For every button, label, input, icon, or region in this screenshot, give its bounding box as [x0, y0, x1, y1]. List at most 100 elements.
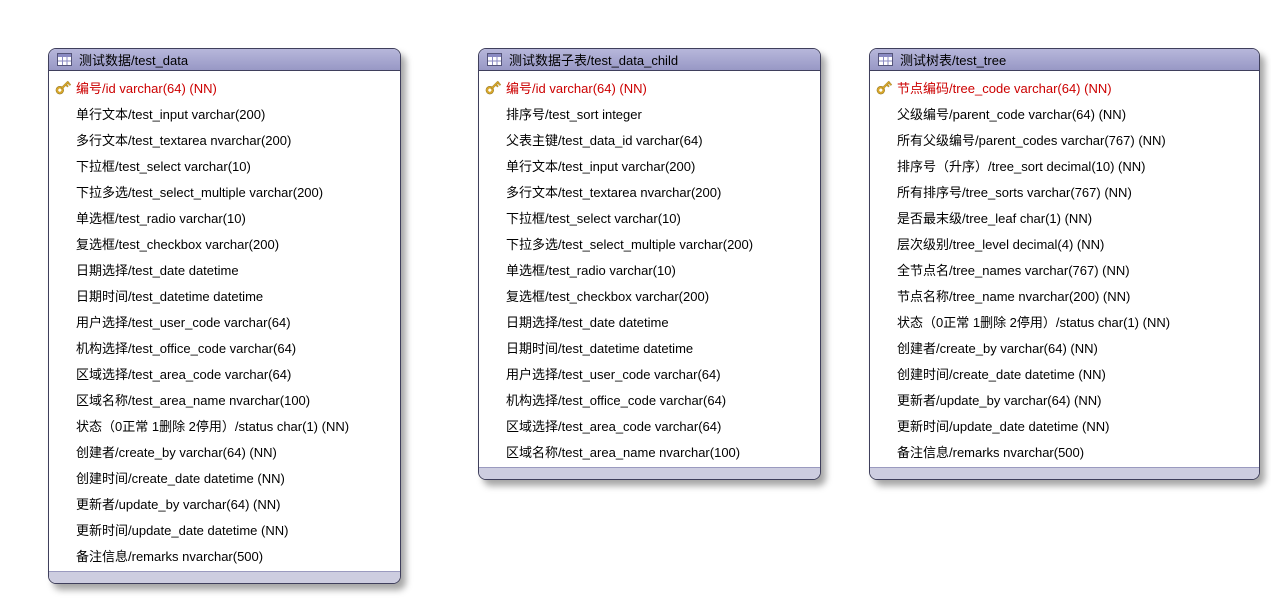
- table-field-row: 区域名称/test_area_name nvarchar(100): [49, 386, 400, 412]
- table-field-list: 编号/id varchar(64) (NN) 单行文本/test_input v…: [49, 71, 400, 571]
- table-card-test_data_child[interactable]: 测试数据子表/test_data_child 编号/id varchar(64)…: [478, 48, 821, 480]
- field-label: 备注信息/remarks nvarchar(500): [897, 444, 1085, 460]
- table-title: 测试树表/test_tree: [900, 53, 1007, 68]
- table-field-row: 层次级别/tree_level decimal(4) (NN): [870, 230, 1259, 256]
- table-field-row: 区域选择/test_area_code varchar(64): [49, 360, 400, 386]
- table-field-row: 备注信息/remarks nvarchar(500): [49, 542, 400, 568]
- table-field-row: 更新者/update_by varchar(64) (NN): [870, 386, 1259, 412]
- table-field-list: 节点编码/tree_code varchar(64) (NN) 父级编号/par…: [870, 71, 1259, 467]
- table-field-row: 备注信息/remarks nvarchar(500): [870, 438, 1259, 464]
- field-label: 单行文本/test_input varchar(200): [506, 158, 696, 174]
- field-label: 更新时间/update_date datetime (NN): [897, 418, 1110, 434]
- field-label: 区域选择/test_area_code varchar(64): [506, 418, 722, 434]
- table-field-row-primary-key: 编号/id varchar(64) (NN): [49, 74, 400, 100]
- table-field-row: 创建者/create_by varchar(64) (NN): [870, 334, 1259, 360]
- table-field-row: 节点名称/tree_name nvarchar(200) (NN): [870, 282, 1259, 308]
- field-label: 区域选择/test_area_code varchar(64): [76, 366, 292, 382]
- table-field-row: 全节点名/tree_names varchar(767) (NN): [870, 256, 1259, 282]
- table-field-row: 创建时间/create_date datetime (NN): [49, 464, 400, 490]
- table-field-row: 日期选择/test_date datetime: [479, 308, 820, 334]
- field-label: 排序号/test_sort integer: [506, 106, 642, 122]
- table-card-header: 测试数据/test_data: [49, 49, 400, 71]
- field-label: 日期选择/test_date datetime: [76, 262, 239, 278]
- field-label: 状态（0正常 1删除 2停用）/status char(1) (NN): [76, 418, 350, 434]
- table-field-row: 父级编号/parent_code varchar(64) (NN): [870, 100, 1259, 126]
- table-field-row: 下拉框/test_select varchar(10): [49, 152, 400, 178]
- field-label: 机构选择/test_office_code varchar(64): [76, 340, 297, 356]
- table-card-header: 测试数据子表/test_data_child: [479, 49, 820, 71]
- table-field-row: 多行文本/test_textarea nvarchar(200): [49, 126, 400, 152]
- field-label: 单选框/test_radio varchar(10): [76, 210, 246, 226]
- key-icon: [55, 80, 71, 95]
- table-field-row: 多行文本/test_textarea nvarchar(200): [479, 178, 820, 204]
- field-label: 编号/id varchar(64) (NN): [506, 80, 647, 96]
- field-label: 节点名称/tree_name nvarchar(200) (NN): [897, 288, 1131, 304]
- field-label: 单选框/test_radio varchar(10): [506, 262, 676, 278]
- field-label: 排序号（升序）/tree_sort decimal(10) (NN): [897, 158, 1146, 174]
- table-field-row: 区域名称/test_area_name nvarchar(100): [479, 438, 820, 464]
- field-label: 所有父级编号/parent_codes varchar(767) (NN): [897, 132, 1166, 148]
- table-field-row: 下拉多选/test_select_multiple varchar(200): [479, 230, 820, 256]
- field-label: 区域名称/test_area_name nvarchar(100): [76, 392, 311, 408]
- table-field-row: 是否最末级/tree_leaf char(1) (NN): [870, 204, 1259, 230]
- field-label: 状态（0正常 1删除 2停用）/status char(1) (NN): [897, 314, 1171, 330]
- field-label: 多行文本/test_textarea nvarchar(200): [506, 184, 722, 200]
- table-card-test_data[interactable]: 测试数据/test_data 编号/id varchar(64) (NN) 单行…: [48, 48, 401, 584]
- table-field-row: 单行文本/test_input varchar(200): [479, 152, 820, 178]
- field-label: 下拉多选/test_select_multiple varchar(200): [506, 236, 754, 252]
- field-label: 层次级别/tree_level decimal(4) (NN): [897, 236, 1105, 252]
- field-label: 全节点名/tree_names varchar(767) (NN): [897, 262, 1130, 278]
- field-label: 创建者/create_by varchar(64) (NN): [897, 340, 1098, 356]
- field-label: 更新者/update_by varchar(64) (NN): [76, 496, 281, 512]
- field-label: 复选框/test_checkbox varchar(200): [506, 288, 710, 304]
- field-label: 创建者/create_by varchar(64) (NN): [76, 444, 277, 460]
- field-label: 更新时间/update_date datetime (NN): [76, 522, 289, 538]
- table-card-footer: [870, 467, 1259, 479]
- table-field-row: 状态（0正常 1删除 2停用）/status char(1) (NN): [870, 308, 1259, 334]
- table-field-row: 排序号（升序）/tree_sort decimal(10) (NN): [870, 152, 1259, 178]
- table-field-row: 所有排序号/tree_sorts varchar(767) (NN): [870, 178, 1259, 204]
- field-label: 用户选择/test_user_code varchar(64): [76, 314, 291, 330]
- field-label: 日期选择/test_date datetime: [506, 314, 669, 330]
- field-label: 所有排序号/tree_sorts varchar(767) (NN): [897, 184, 1132, 200]
- table-field-row: 更新时间/update_date datetime (NN): [49, 516, 400, 542]
- field-label: 下拉多选/test_select_multiple varchar(200): [76, 184, 324, 200]
- table-icon: [487, 53, 502, 66]
- table-field-row: 复选框/test_checkbox varchar(200): [49, 230, 400, 256]
- field-label: 创建时间/create_date datetime (NN): [897, 366, 1106, 382]
- table-field-row: 单选框/test_radio varchar(10): [49, 204, 400, 230]
- field-label: 更新者/update_by varchar(64) (NN): [897, 392, 1102, 408]
- field-label: 下拉框/test_select varchar(10): [76, 158, 251, 174]
- table-field-list: 编号/id varchar(64) (NN) 排序号/test_sort int…: [479, 71, 820, 467]
- key-icon: [485, 80, 501, 95]
- table-field-row-primary-key: 节点编码/tree_code varchar(64) (NN): [870, 74, 1259, 100]
- field-label: 日期时间/test_datetime datetime: [506, 340, 694, 356]
- table-field-row-primary-key: 编号/id varchar(64) (NN): [479, 74, 820, 100]
- table-field-row: 下拉多选/test_select_multiple varchar(200): [49, 178, 400, 204]
- table-icon: [57, 53, 72, 66]
- field-label: 编号/id varchar(64) (NN): [76, 80, 217, 96]
- table-field-row: 复选框/test_checkbox varchar(200): [479, 282, 820, 308]
- key-icon: [876, 80, 892, 95]
- field-label: 区域名称/test_area_name nvarchar(100): [506, 444, 741, 460]
- table-icon: [878, 53, 893, 66]
- field-label: 是否最末级/tree_leaf char(1) (NN): [897, 210, 1093, 226]
- table-title: 测试数据子表/test_data_child: [509, 53, 679, 68]
- table-field-row: 父表主键/test_data_id varchar(64): [479, 126, 820, 152]
- table-field-row: 更新者/update_by varchar(64) (NN): [49, 490, 400, 516]
- field-label: 单行文本/test_input varchar(200): [76, 106, 266, 122]
- field-label: 下拉框/test_select varchar(10): [506, 210, 681, 226]
- table-field-row: 用户选择/test_user_code varchar(64): [49, 308, 400, 334]
- field-label: 日期时间/test_datetime datetime: [76, 288, 264, 304]
- key-cell: [479, 78, 506, 96]
- table-card-footer: [49, 571, 400, 583]
- table-card-test_tree[interactable]: 测试树表/test_tree 节点编码/tree_code varchar(64…: [869, 48, 1260, 480]
- table-field-row: 状态（0正常 1删除 2停用）/status char(1) (NN): [49, 412, 400, 438]
- table-card-footer: [479, 467, 820, 479]
- key-cell: [870, 78, 897, 96]
- field-label: 多行文本/test_textarea nvarchar(200): [76, 132, 292, 148]
- key-cell: [49, 78, 76, 96]
- table-field-row: 日期选择/test_date datetime: [49, 256, 400, 282]
- table-field-row: 区域选择/test_area_code varchar(64): [479, 412, 820, 438]
